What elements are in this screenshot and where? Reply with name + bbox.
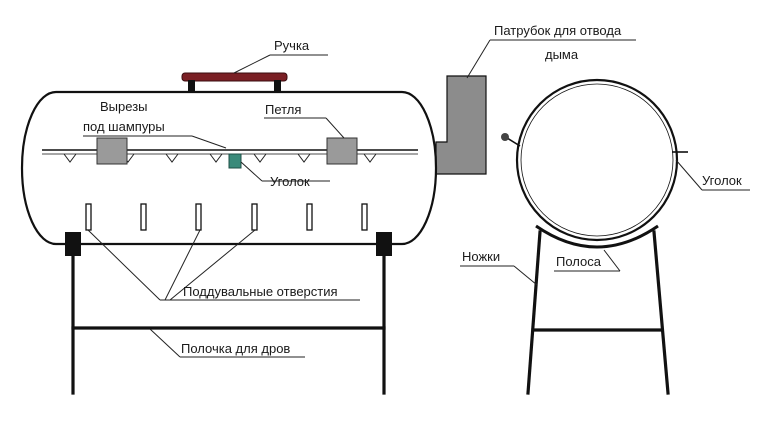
end-handle-knob [501,133,509,141]
label-corner-end: Уголок [702,173,742,188]
handle-leg-left [188,80,195,93]
label-vents: Поддувальные отверстия [183,284,338,299]
leg-bracket-left [65,232,81,256]
leg-bracket-right [376,232,392,256]
end-leg-left [526,230,542,395]
leader-lines [83,39,750,358]
chimney-pipe [435,75,487,175]
label-hinge: Петля [265,102,301,117]
end-leg-right [652,230,670,395]
label-strip: Полоса [556,254,602,269]
label-shelf: Полочка для дров [181,341,290,356]
end-handle-stem [506,137,521,147]
label-cutouts-line2: под шампуры [83,119,165,134]
hinge-left [96,137,128,165]
label-handle: Ручка [274,38,310,53]
handle-bar [181,72,288,82]
support-strip [535,224,659,249]
barrel-end-inner [520,83,674,237]
label-legs: Ножки [462,249,500,264]
skewer-cutouts [63,153,377,163]
label-chimney-line2: дыма [545,47,579,62]
label-chimney-line1: Патрубок для отвода [494,23,622,38]
corner-clip [228,153,242,169]
hinge-right [326,137,358,165]
label-cutouts-line1: Вырезы [100,99,148,114]
barrel-end-circle [515,78,679,242]
handle-leg-right [274,80,281,93]
label-corner-side: Уголок [270,174,310,189]
